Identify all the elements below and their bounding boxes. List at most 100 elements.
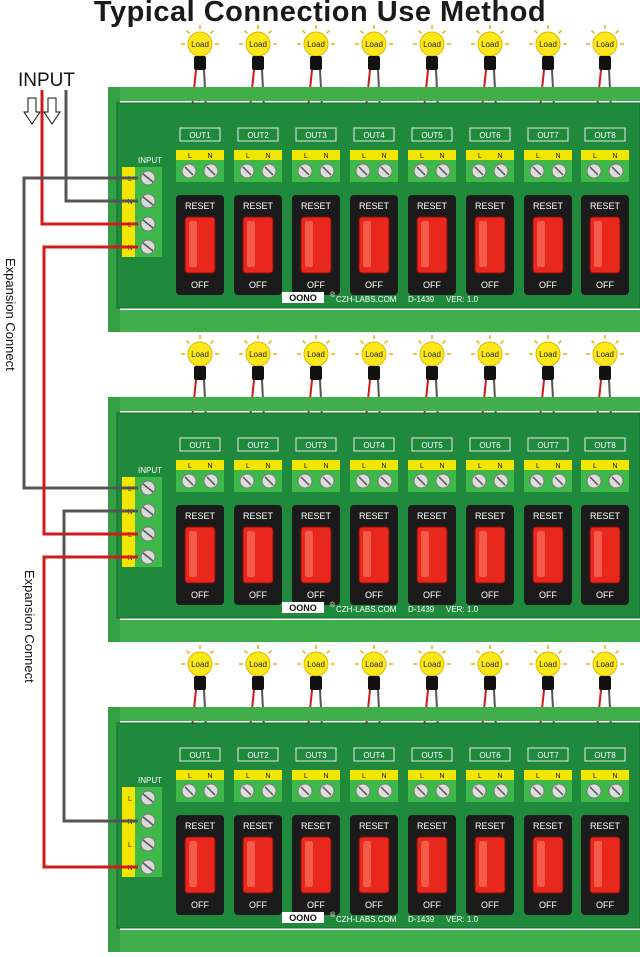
input-wiring [22,90,138,869]
bulb-label: Load [596,350,614,359]
bulb-label: Load [191,660,209,669]
out-terminal-top [350,150,398,160]
bulb-socket [194,676,206,690]
bulb-socket [368,56,380,70]
input-screw-slot [142,839,154,849]
out-label: OUT5 [421,131,443,140]
out-screw-slot [242,786,252,796]
brand-name: OONO [289,913,317,923]
out-term-L: L [536,153,540,160]
out-terminal-top [176,150,224,160]
bulb-ray [442,340,446,344]
load-bulb-2: Load [239,25,277,70]
bulb-label: Load [539,350,557,359]
out-term-N: N [265,153,270,160]
bulb-ray [384,30,388,34]
load-bulb-7: Load [529,25,567,70]
off-label: OFF [481,280,499,290]
out-label-box [237,127,279,142]
bulb-socket [194,366,206,380]
load-bulb-6: Load [471,645,509,690]
out-term-N: N [265,463,270,470]
out-label-box [179,437,221,452]
reset-label: RESET [533,821,564,831]
out-screw-slot [380,166,390,176]
load-bulb-1: Load [181,335,219,380]
off-label: OFF [191,900,209,910]
bulb-ray [418,340,422,344]
bulb-socket [426,366,438,380]
rocker-highlight [247,841,255,887]
bulb-socket [542,676,554,690]
reset-label: RESET [185,201,216,211]
out-terminal-top [581,150,629,160]
model-label: D-1439 [408,295,435,304]
bulb-socket [599,366,611,380]
bulb-label: Load [481,350,499,359]
out-terminal-top [350,460,398,470]
reset-label: RESET [533,201,564,211]
out-term-N: N [555,463,560,470]
bulb-ray [326,650,330,654]
model-label: D-1439 [408,605,435,614]
rocker-highlight [363,221,371,267]
out-label: OUT8 [594,751,616,760]
out-term-L: L [362,773,366,780]
load-bulb-4: Load [355,25,393,70]
out-label: OUT4 [363,441,385,450]
version-label: VER: 1.0 [446,295,479,304]
bulb-label: Load [423,350,441,359]
out-term-N: N [323,463,328,470]
reset-label: RESET [301,821,332,831]
bulb-ray [534,340,538,344]
bulb-label: Load [365,40,383,49]
input-screw-slot [142,529,154,539]
out-term-N: N [207,463,212,470]
out-term-L: L [593,463,597,470]
bulb-ray [244,30,248,34]
bulb-socket [484,366,496,380]
out-term-L: L [362,463,366,470]
brand-name: OONO [289,293,317,303]
out-screw-slot [611,786,621,796]
bulb-ray [534,650,538,654]
bulb-ray [186,30,190,34]
out-term-N: N [612,463,617,470]
bulb-label: Load [423,40,441,49]
out-screw-slot [496,786,506,796]
rocker-highlight [189,841,197,887]
out-label-box [584,437,626,452]
rocker-highlight [247,221,255,267]
out-label: OUT7 [537,751,559,760]
bulb-ray [384,650,388,654]
out-screw-slot [416,166,426,176]
bulb-label: Load [423,660,441,669]
out-term-N: N [439,153,444,160]
rocker-highlight [305,531,313,577]
load-bulb-7: Load [529,645,567,690]
out-label-box [584,127,626,142]
load-bulb-4: Load [355,645,393,690]
input-screw-slot [142,219,154,229]
out-terminal-top [292,150,340,160]
out-term-L: L [536,773,540,780]
brand-box [282,292,324,303]
out-terminal-top [466,150,514,160]
bulb-socket [542,366,554,380]
out-label: OUT3 [305,131,327,140]
input-neutral-wire [64,90,138,203]
out-terminal-top [234,150,282,160]
out-term-L: L [188,153,192,160]
out-label-box [237,437,279,452]
off-label: OFF [539,280,557,290]
input-live-wire [40,90,138,226]
load-bulb-1: Load [181,645,219,690]
bulb-ray [558,340,562,344]
out-term-L: L [246,153,250,160]
reset-label: RESET [301,511,332,521]
load-bulb-8: Load [586,335,624,380]
bulb-ray [442,650,446,654]
